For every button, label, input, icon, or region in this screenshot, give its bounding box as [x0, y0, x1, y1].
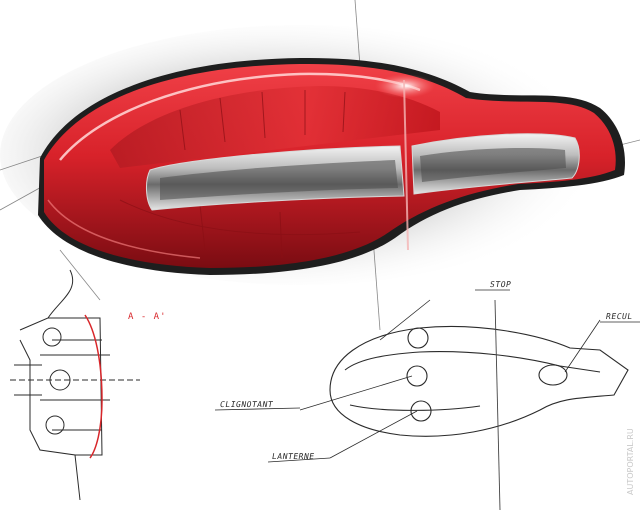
- section-red-profile: [84, 314, 103, 459]
- lanterne-label: LANTERNE: [271, 452, 316, 461]
- section-sketch: [10, 269, 140, 501]
- recul-label: RECUL: [605, 312, 634, 321]
- section-label: A - A': [128, 312, 167, 322]
- lamp-cells: [119, 90, 361, 259]
- lamp-plan-sketch: [214, 289, 640, 511]
- watermark: AUTOPORTAL.RU: [626, 428, 635, 495]
- stop-label: STOP: [489, 280, 513, 289]
- lamp-inner-upper: [110, 86, 440, 168]
- lamp-divider: [403, 79, 409, 251]
- clignotant-label: CLIGNOTANT: [219, 400, 274, 409]
